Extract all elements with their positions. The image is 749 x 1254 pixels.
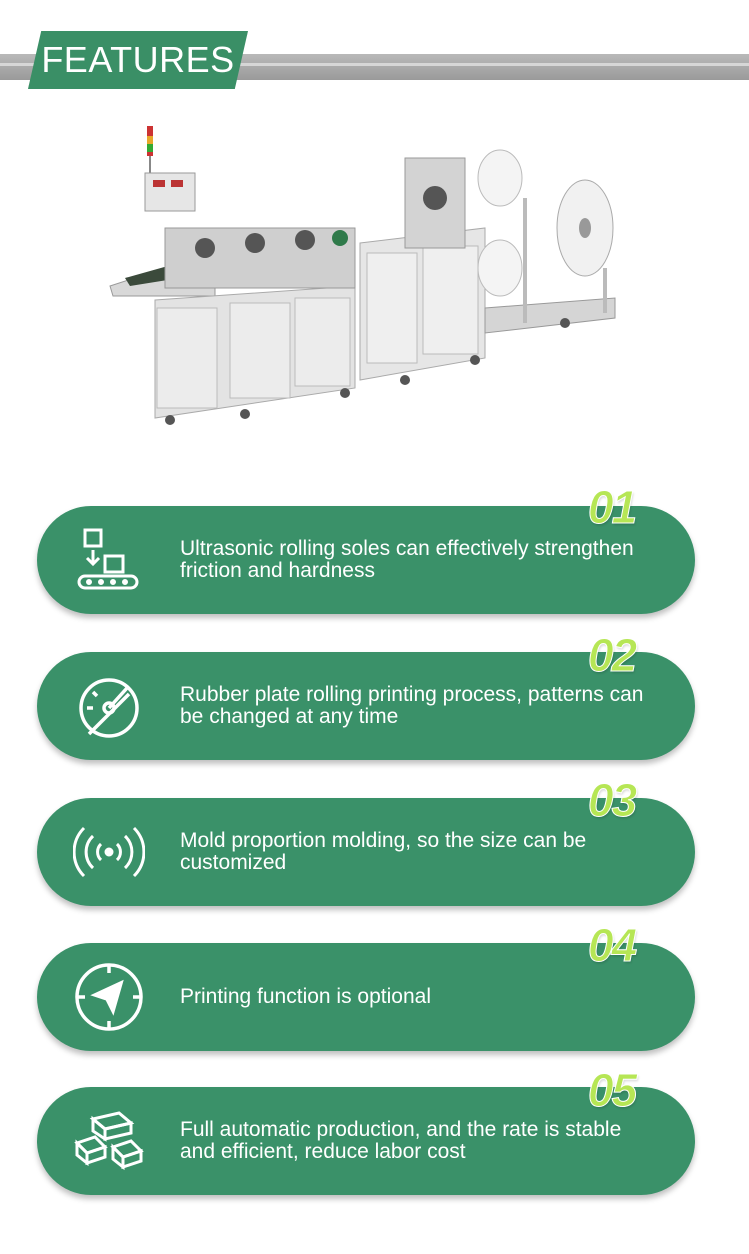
conveyor-box-icon <box>77 528 139 590</box>
feature-text: Mold proportion molding, so the size can… <box>180 829 587 874</box>
gold-bars-icon <box>74 1111 144 1171</box>
feature-card-5: Full automatic production, and the rate … <box>37 1087 695 1195</box>
feature-number-1: 01 <box>588 481 638 534</box>
gauge-icon <box>79 678 139 738</box>
feature-card-1: Ultrasonic rolling soles can effectively… <box>37 506 695 614</box>
feature-number-2: 02 <box>588 629 638 682</box>
compass-icon <box>75 963 143 1031</box>
feature-number-3: 03 <box>588 774 638 827</box>
feature-card-2: Rubber plate rolling printing process, p… <box>37 652 695 760</box>
feature-number-4: 04 <box>588 919 638 972</box>
feature-text: Rubber plate rolling printing process, p… <box>180 683 644 728</box>
feature-card-4: Printing function is optional <box>37 943 695 1051</box>
feature-number-5: 05 <box>588 1064 638 1117</box>
feature-text: Full automatic production, and the rate … <box>180 1118 622 1163</box>
feature-text: Ultrasonic rolling soles can effectively… <box>180 537 634 582</box>
feature-text: Printing function is optional <box>180 985 431 1008</box>
page-title: FEATURES <box>28 31 248 89</box>
machine-illustration <box>109 126 616 425</box>
feature-card-3: Mold proportion molding, so the size can… <box>37 798 695 906</box>
signal-waves-icon <box>73 826 145 878</box>
